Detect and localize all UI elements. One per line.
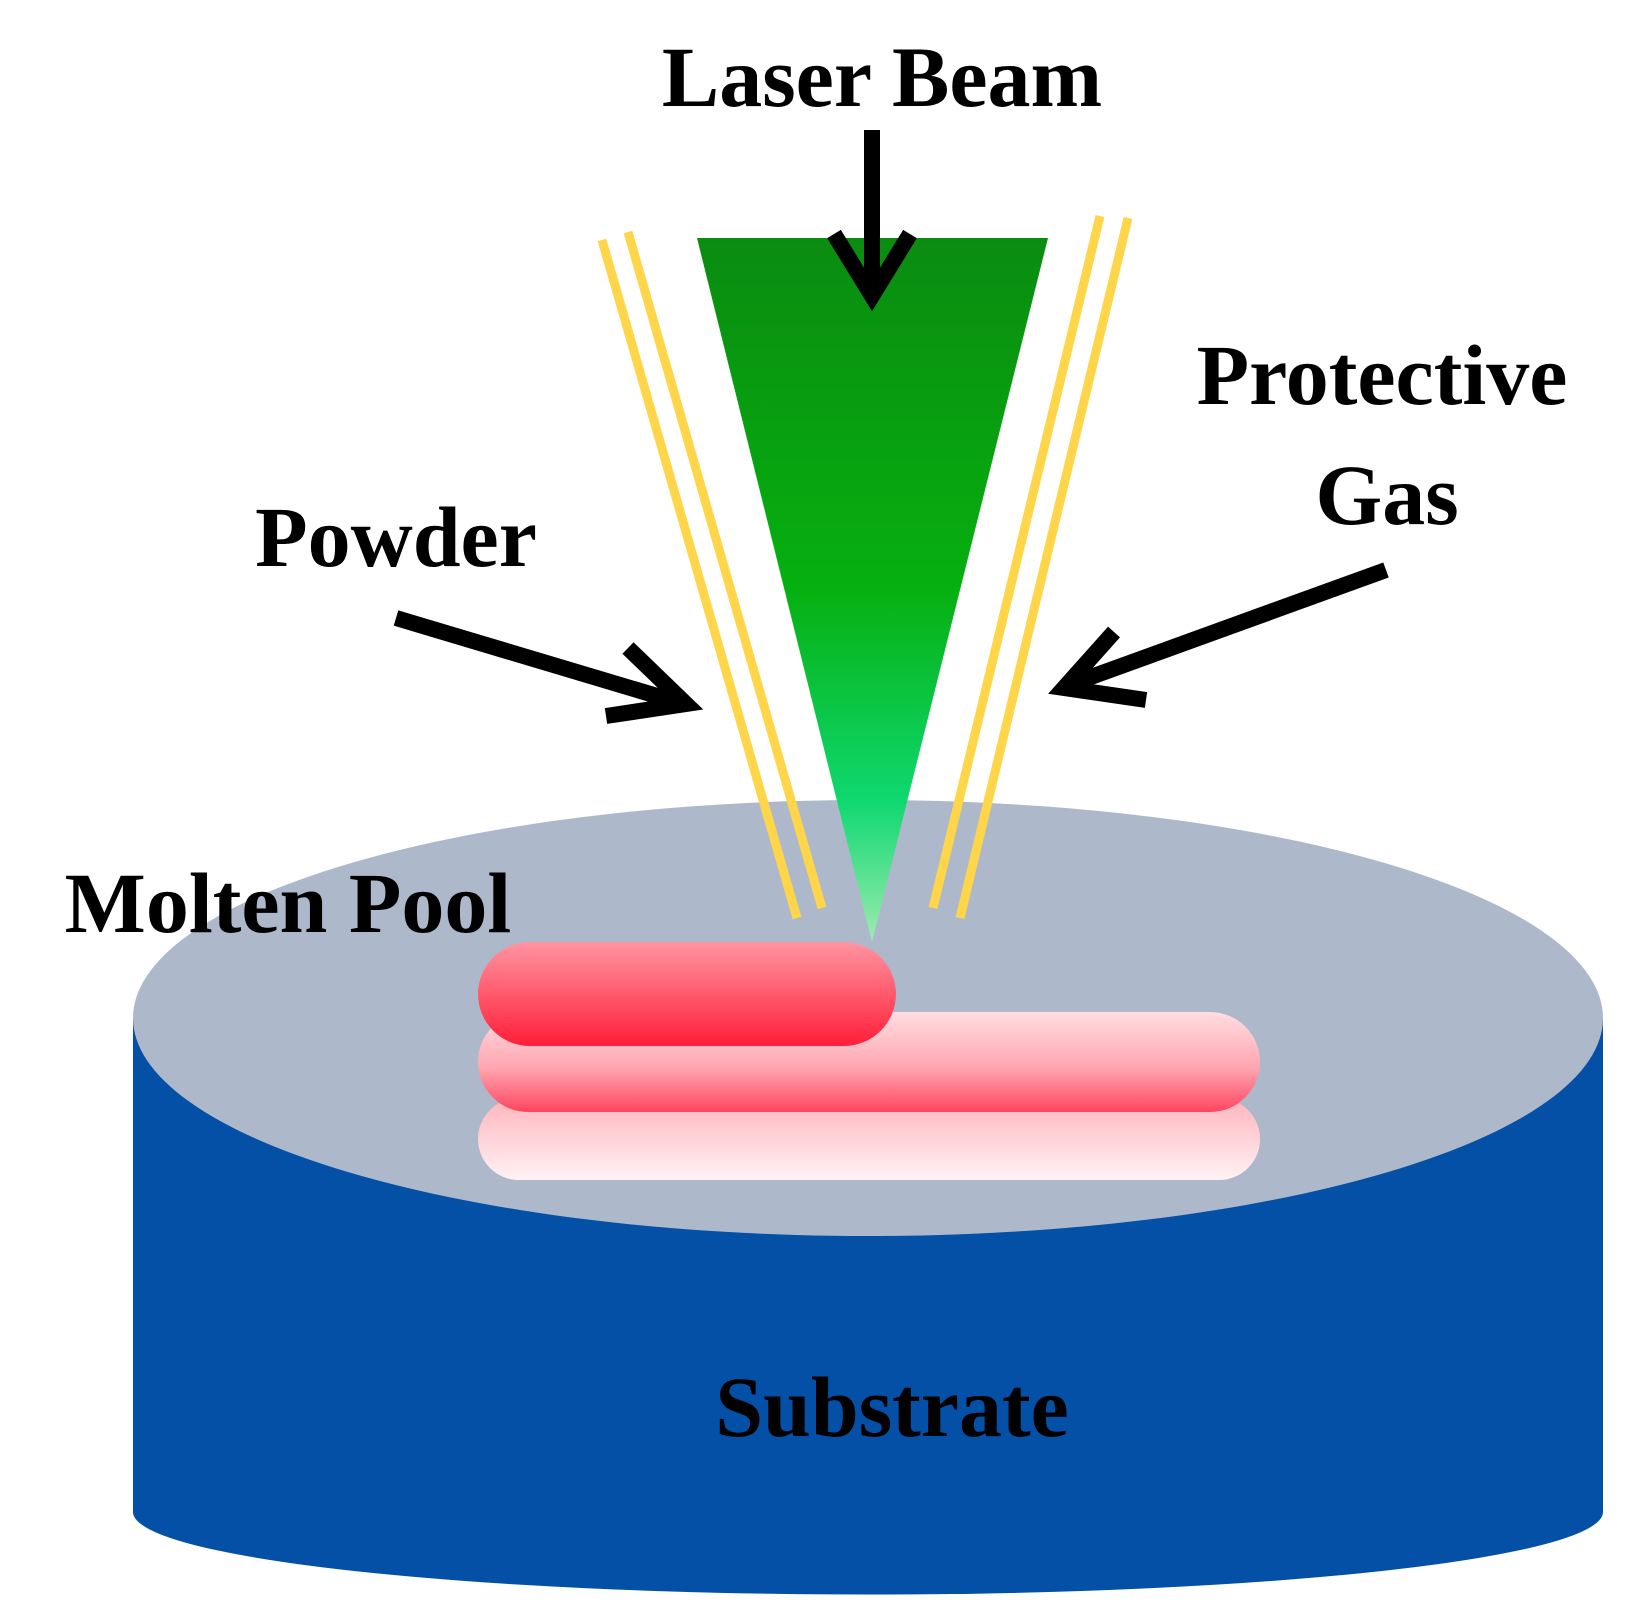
gas-arrow [1048,562,1389,708]
laser-beam-arrow-head [827,229,917,312]
powder-nozzle-line-outer [597,238,802,920]
molten-pool-shape [478,942,896,1046]
powder-arrow-head [604,642,704,724]
laser-beam-arrow [827,130,917,312]
powder-nozzle-line-inner [623,230,827,910]
protective-gas-label-line1: Protective [1197,327,1568,423]
powder-arrow-shaft [393,610,687,712]
gas-nozzle-line-inner [928,214,1105,910]
powder-label: Powder [255,489,537,585]
gas-nozzle [928,214,1133,920]
protective-gas-label-line2: Gas [1315,447,1458,543]
laser-beam-cone [697,238,1048,942]
powder-arrow [393,610,704,724]
substrate-label: Substrate [715,1359,1069,1455]
gas-arrow-head [1048,626,1148,708]
clad-layer-bottom [478,1098,1260,1180]
gas-arrow-shaft [1063,562,1389,694]
gas-nozzle-line-outer [955,216,1133,920]
powder-nozzle [597,230,827,920]
deposited-tracks [478,942,1260,1180]
molten-pool-label: Molten Pool [65,855,512,951]
laser-beam-label: Laser Beam [662,29,1102,125]
